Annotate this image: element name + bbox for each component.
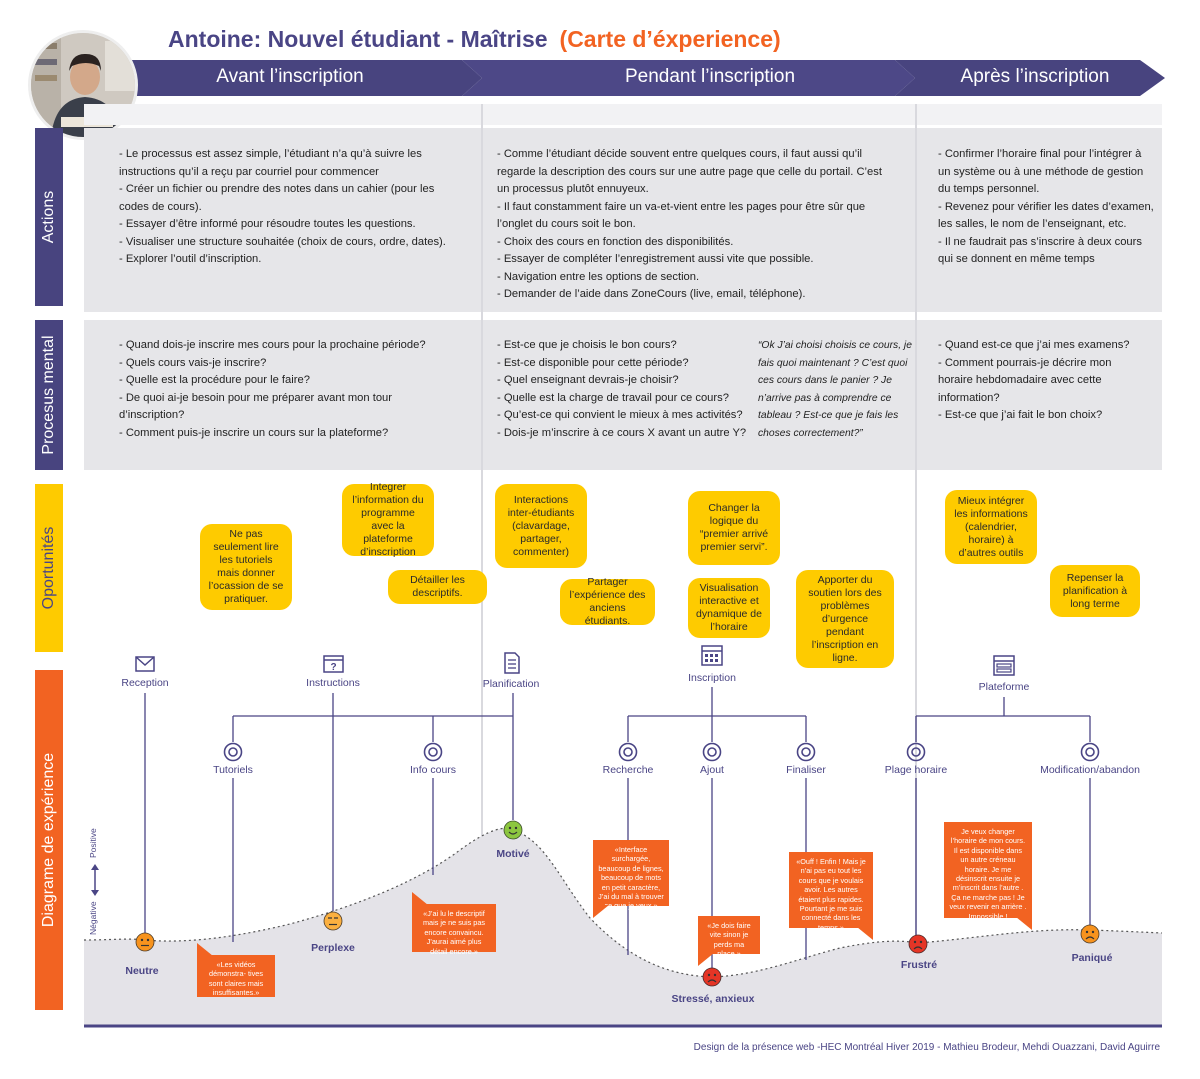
target-icon bbox=[906, 742, 926, 762]
note-pointer bbox=[857, 927, 873, 940]
axis-negative-label: Négative bbox=[88, 901, 98, 935]
quote-note-interface: «Interface surchargée, beaucoup de ligne… bbox=[593, 840, 669, 910]
emotion-stresse: Stressé, anxieux bbox=[671, 993, 755, 1005]
quote-note-descriptif: «J’ai lu le descriptif mais je ne suis p… bbox=[412, 904, 496, 956]
page-title: Antoine: Nouvel étudiant - Maîtrise (Cart… bbox=[168, 26, 781, 53]
phase-during: Pendant l’inscription bbox=[624, 66, 796, 87]
note-pointer bbox=[593, 905, 609, 918]
target-icon bbox=[618, 742, 638, 762]
opportunity-bubble: Mieux intégrer les informations (calendr… bbox=[945, 490, 1037, 564]
emotion-perplexe: Perplexe bbox=[311, 942, 355, 954]
mental-before: - Quand dois-je inscrire mes cours pour … bbox=[119, 339, 426, 439]
row-label-opportunities: Oportunités bbox=[35, 484, 63, 652]
opportunity-bubble: Apporter du soutien lors des problèmes d… bbox=[796, 570, 894, 668]
svg-text:?: ? bbox=[330, 662, 336, 673]
actions-during: - Comme l’étudiant décide souvent entre … bbox=[497, 148, 882, 300]
footer-credits: Design de la présence web -HEC Montréal … bbox=[693, 1042, 1160, 1053]
subnode-plage-horaire: Plage horaire bbox=[884, 764, 948, 776]
opportunity-bubble: Repenser la planification à long terme bbox=[1050, 565, 1140, 617]
opportunity-bubble: Interactions inter-étudiants (clavardage… bbox=[495, 484, 587, 568]
calendar-window-icon bbox=[701, 645, 723, 666]
quote-note-changer: Je veux changer l’horaire de mon cours. … bbox=[944, 822, 1032, 921]
quote-note-vite: «Je dois faire vite sinon je perds ma pl… bbox=[698, 916, 760, 958]
touchpoint-planification: Planification bbox=[482, 678, 540, 690]
subnode-ajout: Ajout bbox=[700, 764, 724, 776]
quote-note-videos: «Les vidéos démonstra- tives sont claire… bbox=[197, 955, 275, 997]
platform-window-icon bbox=[993, 655, 1015, 676]
row-label-mental: Procesus mental bbox=[35, 320, 63, 470]
touchpoint-instructions: Instructions bbox=[306, 677, 360, 689]
row-label-actions: Actions bbox=[35, 128, 63, 306]
happy-face-icon bbox=[503, 820, 523, 840]
subnode-recherche: Recherche bbox=[602, 764, 654, 776]
opportunity-bubble: Integrer l’information du programme avec… bbox=[342, 481, 434, 558]
axis-positive-label: Positive bbox=[88, 828, 98, 858]
subnode-tutoriels: Tutoriels bbox=[213, 764, 253, 776]
phase-divider-2 bbox=[915, 104, 917, 1026]
help-window-icon: ? bbox=[323, 655, 344, 673]
emotion-panique: Paniqué bbox=[1071, 952, 1113, 964]
stressed-face-icon bbox=[702, 967, 722, 987]
mental-during: - Est-ce que je choisis le bon cours?- E… bbox=[497, 339, 747, 439]
frustrated-face-icon bbox=[908, 934, 928, 954]
target-icon bbox=[1080, 742, 1100, 762]
opportunity-bubble: Changer la logique du “premier arrivé pr… bbox=[688, 491, 780, 565]
phase-arrow-bar bbox=[120, 60, 1165, 96]
phase-before: Avant l’inscription bbox=[216, 66, 364, 87]
actions-before: - Le processus est assez simple, l’étudi… bbox=[119, 148, 446, 265]
row-label-diagram: Diagrame de expérience bbox=[35, 670, 63, 1010]
opportunity-bubble: Visualisation interactive et dynamique d… bbox=[688, 578, 770, 638]
envelope-icon bbox=[135, 656, 155, 672]
checklist-icon bbox=[504, 652, 520, 674]
mental-after: - Quand est-ce que j’ai mes examens?- Co… bbox=[938, 339, 1130, 421]
note-pointer bbox=[197, 943, 213, 956]
emotion-motive: Motivé bbox=[496, 848, 530, 860]
target-icon bbox=[702, 742, 722, 762]
mental-band bbox=[84, 320, 1162, 470]
opportunity-bubble: Détailler les descriptifs. bbox=[388, 570, 487, 604]
opportunity-bubble: Partager l’expérience des anciens étudia… bbox=[560, 576, 655, 627]
opportunity-bubble: Ne pas seulement lire les tutoriels mais… bbox=[200, 524, 292, 610]
phase-after: Après l’inscription bbox=[960, 66, 1110, 87]
note-pointer bbox=[412, 892, 428, 905]
confused-face-icon bbox=[323, 911, 343, 931]
top-spacer bbox=[84, 104, 1162, 125]
title-sub: (Carte d’éxperience) bbox=[559, 26, 781, 52]
note-pointer bbox=[1016, 917, 1032, 930]
subnode-info-cours: Info cours bbox=[409, 764, 457, 776]
phase-divider-1 bbox=[481, 104, 483, 1026]
actions-after: - Confirmer l’horaire final pour l’intég… bbox=[938, 148, 1154, 265]
touchpoint-plateforme: Plateforme bbox=[978, 681, 1030, 693]
target-icon bbox=[796, 742, 816, 762]
emotion-frustre: Frustré bbox=[900, 959, 938, 971]
note-pointer bbox=[698, 953, 714, 966]
panicked-face-icon bbox=[1080, 924, 1100, 944]
target-icon bbox=[223, 742, 243, 762]
quote-note-ouff: «Ouff ! Enfin ! Mais je n’ai pas eu tout… bbox=[789, 852, 873, 932]
target-icon bbox=[423, 742, 443, 762]
touchpoint-reception: Reception bbox=[121, 677, 169, 689]
subnode-finaliser: Finaliser bbox=[786, 764, 826, 776]
title-main: Antoine: Nouvel étudiant - Maîtrise bbox=[168, 26, 548, 52]
emotion-neutre: Neutre bbox=[125, 965, 159, 977]
actions-band bbox=[84, 128, 1162, 312]
neutral-face-icon bbox=[135, 932, 155, 952]
touchpoint-inscription: Inscription bbox=[688, 672, 736, 684]
subnode-modification: Modification/abandon bbox=[1040, 764, 1140, 776]
